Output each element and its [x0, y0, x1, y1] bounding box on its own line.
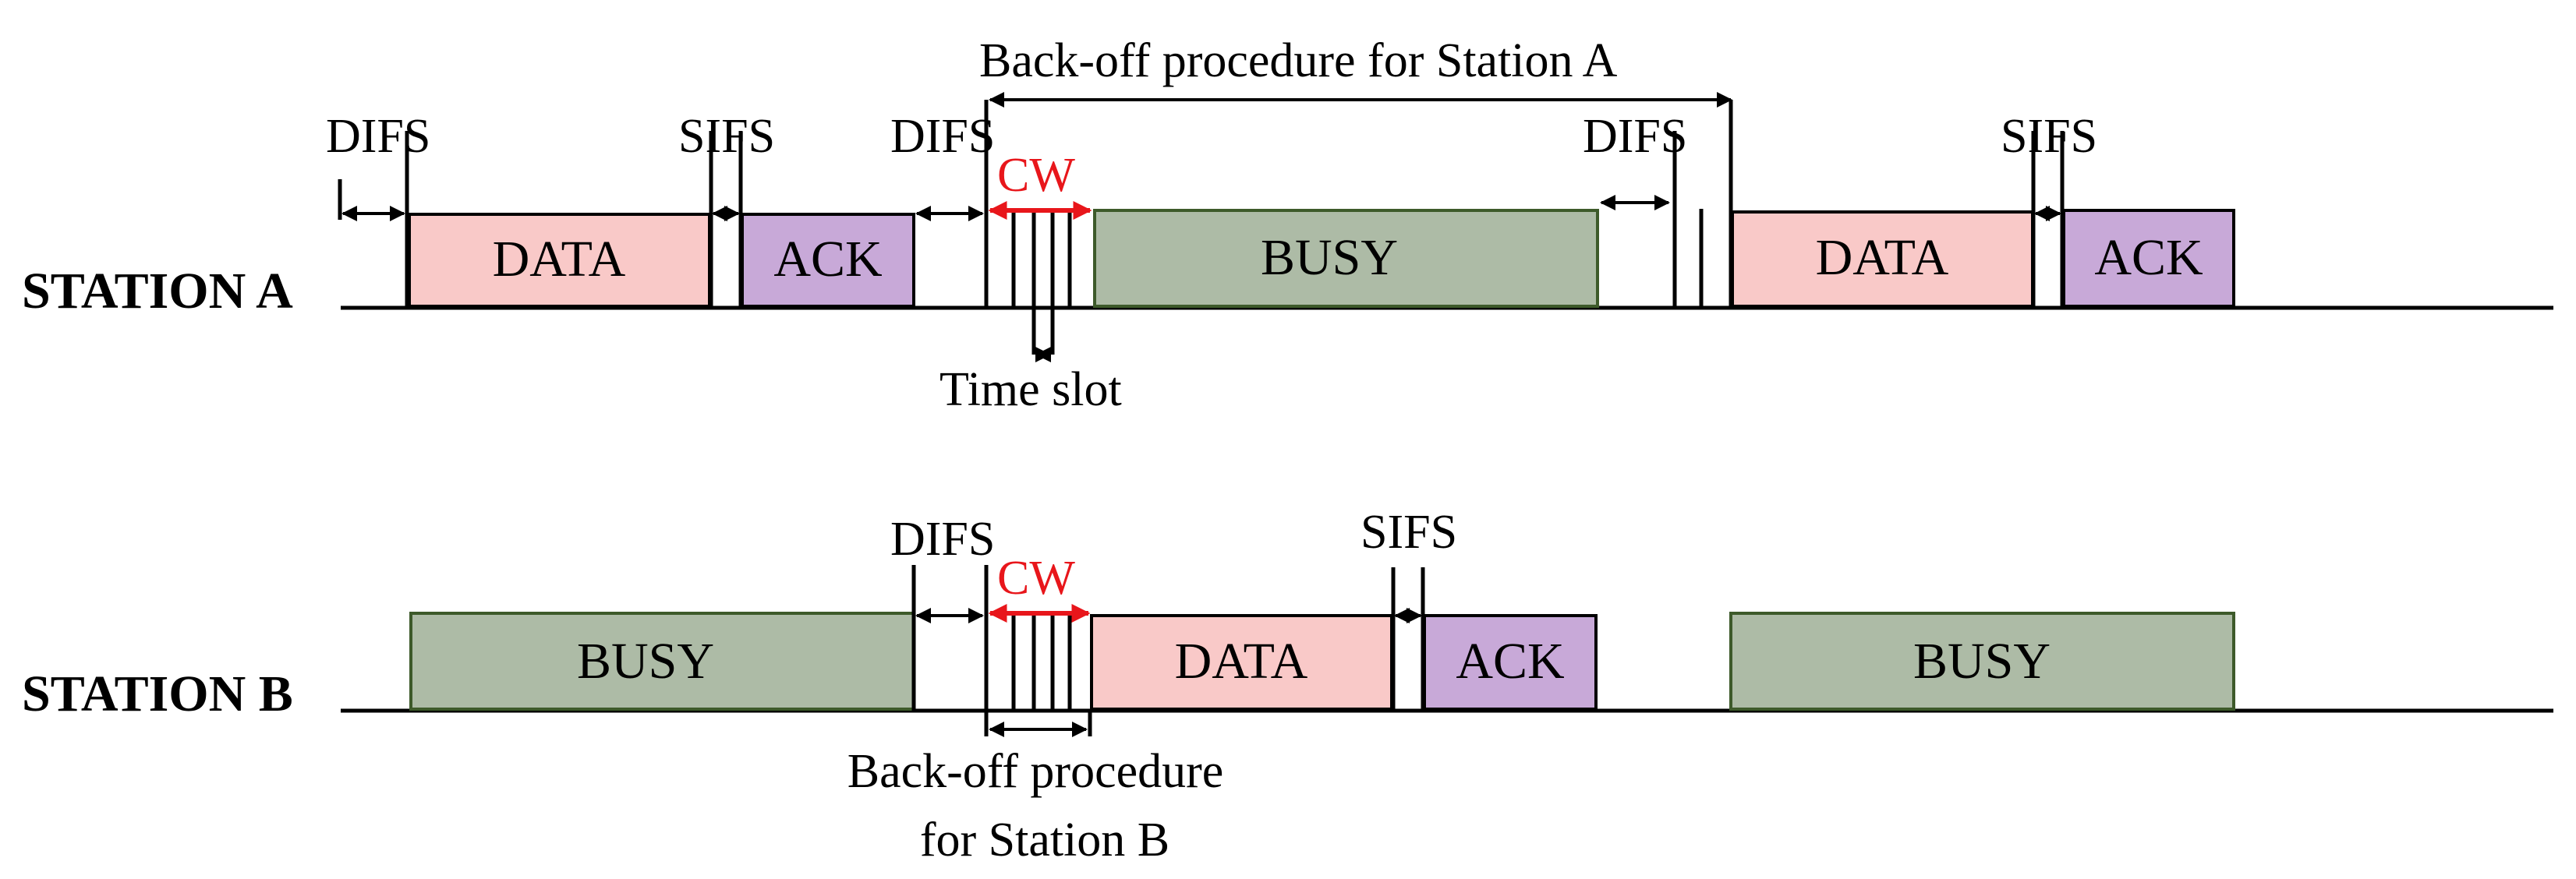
backoff-a-label: Back-off procedure for Station A — [979, 34, 1618, 87]
busy-block — [409, 612, 915, 711]
difs-label: DIFS — [890, 513, 995, 566]
busy-block — [1729, 612, 2235, 711]
busy-block-label: BUSY — [1913, 633, 2051, 690]
station-a-label: STATION A — [22, 263, 293, 319]
busy-block-label: BUSY — [577, 633, 714, 690]
cw-label: CW — [997, 552, 1075, 605]
backoff-b-label-line1: Back-off procedure — [847, 745, 1224, 798]
sifs-label: SIFS — [2001, 110, 2097, 163]
ack-block-label: ACK — [1456, 633, 1564, 690]
station-a-row: STATION A Back-off procedure for Station… — [22, 34, 2553, 416]
data-block-label: DATA — [1816, 229, 1949, 286]
ack-block-label: ACK — [773, 231, 882, 288]
ack-block-label: ACK — [2094, 229, 2203, 286]
cw-label: CW — [997, 149, 1075, 202]
backoff-b-label-line2: for Station B — [920, 814, 1169, 867]
ack-block — [741, 213, 915, 308]
sifs-label: SIFS — [1361, 506, 1457, 559]
ack-block — [2062, 209, 2235, 308]
data-block-label: DATA — [1175, 633, 1308, 690]
difs-label: DIFS — [890, 110, 995, 163]
station-b-row: STATION B BUSY DIFS CW Back-off procedur… — [22, 506, 2553, 867]
sifs-label: SIFS — [678, 110, 775, 163]
difs-label: DIFS — [1583, 110, 1687, 163]
difs-label: DIFS — [326, 110, 430, 163]
data-block — [408, 213, 711, 308]
busy-block-label: BUSY — [1261, 229, 1398, 286]
ack-block — [1423, 614, 1598, 711]
station-b-label: STATION B — [22, 665, 293, 722]
time-slot-label: Time slot — [939, 363, 1122, 416]
data-block — [1090, 614, 1393, 711]
busy-block — [1093, 209, 1599, 308]
data-block-label: DATA — [493, 231, 626, 288]
